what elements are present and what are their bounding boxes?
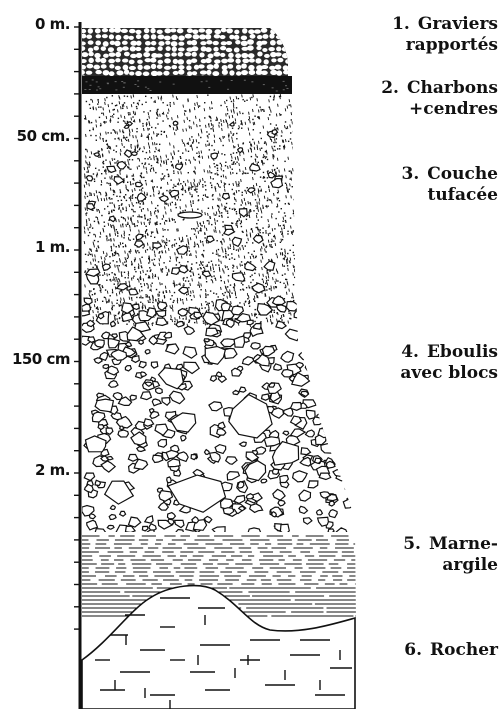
layer-name: Charbons [407, 78, 498, 98]
layer-charcoal-fill [82, 76, 292, 94]
layer-name-continued: +cendres [381, 99, 498, 120]
layer-name: Graviers [418, 14, 498, 34]
layer-label: 5. Marne-argile [403, 534, 498, 576]
layer-name-continued: avec blocs [400, 363, 498, 384]
layer-label: 4. Eboulisavec blocs [400, 342, 498, 384]
layer-label: 3. Couchetufacée [401, 164, 498, 206]
layer-label: 1. Graviersrapportés [392, 14, 498, 56]
layer-name: Rocher [430, 640, 498, 660]
layer-number: 2. [381, 78, 399, 98]
depth-label: 1 m. [35, 238, 70, 256]
layer-tuff-fill [84, 94, 297, 327]
depth-label: 2 m. [35, 461, 70, 479]
layer-name: Couche [427, 164, 498, 184]
layer-number: 5. [403, 534, 421, 554]
depth-label: 50 cm. [17, 127, 70, 145]
depth-axis [74, 22, 80, 709]
layer-number: 1. [392, 14, 410, 34]
layer-number: 3. [401, 164, 419, 184]
layer-name-continued: tufacée [401, 185, 498, 206]
layer-gravel-fill [79, 27, 292, 82]
layer-number: 6. [404, 640, 422, 660]
depth-label: 150 cm [12, 350, 70, 368]
layer-name: Marne- [429, 534, 498, 554]
layer-label: 2. Charbons+cendres [381, 78, 498, 120]
layer-scree-fill [79, 296, 359, 540]
layer-name: Eboulis [427, 342, 498, 362]
layer-label: 6. Rocher [404, 640, 498, 661]
layer-number: 4. [401, 342, 419, 362]
layer-name-continued: argile [403, 555, 498, 576]
depth-label: 0 m. [35, 15, 70, 33]
layer-name-continued: rapportés [392, 35, 498, 56]
